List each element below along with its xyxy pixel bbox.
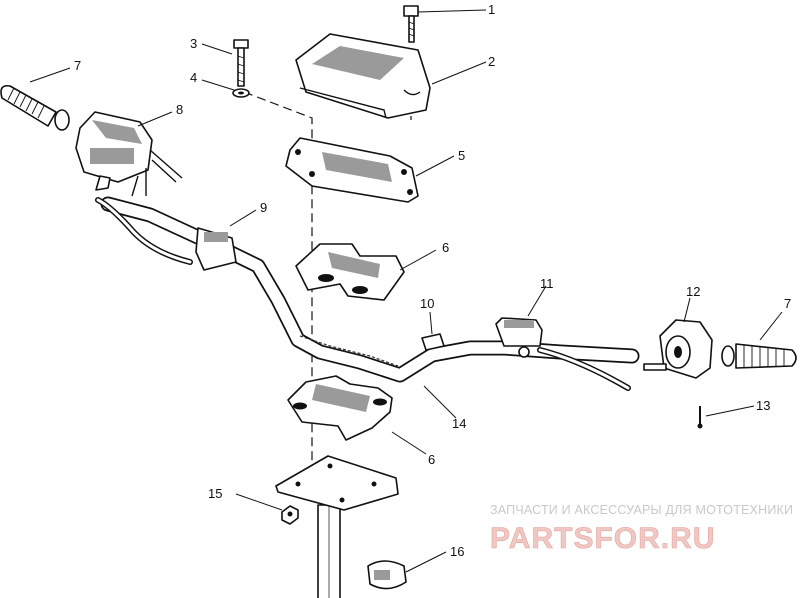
left-switch-housing [75, 111, 183, 191]
throttle-housing [643, 319, 713, 379]
right-grip [721, 343, 797, 369]
watermark-logo: PARTSFOR.RU [490, 522, 715, 555]
lower-riser [287, 375, 393, 441]
leader-lines [29, 9, 783, 573]
callout-9: 9 [260, 200, 267, 215]
callout-12: 12 [686, 284, 700, 299]
callout-2: 2 [488, 54, 495, 69]
callout-7-right: 7 [784, 296, 791, 311]
callout-13: 13 [756, 398, 770, 413]
callout-4: 4 [190, 70, 197, 85]
callout-10: 10 [420, 296, 434, 311]
left-grip [0, 84, 70, 131]
upper-clamp-plate [285, 137, 419, 203]
washer [232, 88, 250, 98]
top-bolt [403, 5, 419, 43]
callout-7-left: 7 [74, 58, 81, 73]
nut [281, 505, 299, 525]
hose-clamp [367, 560, 407, 590]
right-lever-clamp [495, 317, 631, 391]
callout-8: 8 [176, 102, 183, 117]
callout-16: 16 [450, 544, 464, 559]
mount-plate [275, 455, 399, 511]
callout-15: 15 [208, 486, 222, 501]
steering-post [317, 504, 341, 598]
callout-3: 3 [190, 36, 197, 51]
callout-labels: 1 2 3 4 5 6 6 7 7 8 9 10 11 12 13 14 15 … [74, 2, 791, 559]
callout-14: 14 [452, 416, 466, 431]
callout-6-upper: 6 [442, 240, 449, 255]
callout-6-lower: 6 [428, 452, 435, 467]
upper-riser [295, 243, 405, 301]
callout-5: 5 [458, 148, 465, 163]
watermark: ЗАПЧАСТИ И АКСЕССУАРЫ ДЛЯ МОТОТЕХНИКИ PA… [490, 503, 793, 555]
callout-11: 11 [540, 276, 554, 291]
watermark-tagline: ЗАПЧАСТИ И АКСЕССУАРЫ ДЛЯ МОТОТЕХНИКИ [490, 503, 793, 517]
left-brake-clamp [95, 168, 237, 271]
callout-1: 1 [488, 2, 495, 17]
riser-bolt [233, 39, 249, 87]
small-block [421, 333, 445, 351]
small-screw [697, 406, 703, 429]
handlebar-pad [295, 33, 431, 119]
